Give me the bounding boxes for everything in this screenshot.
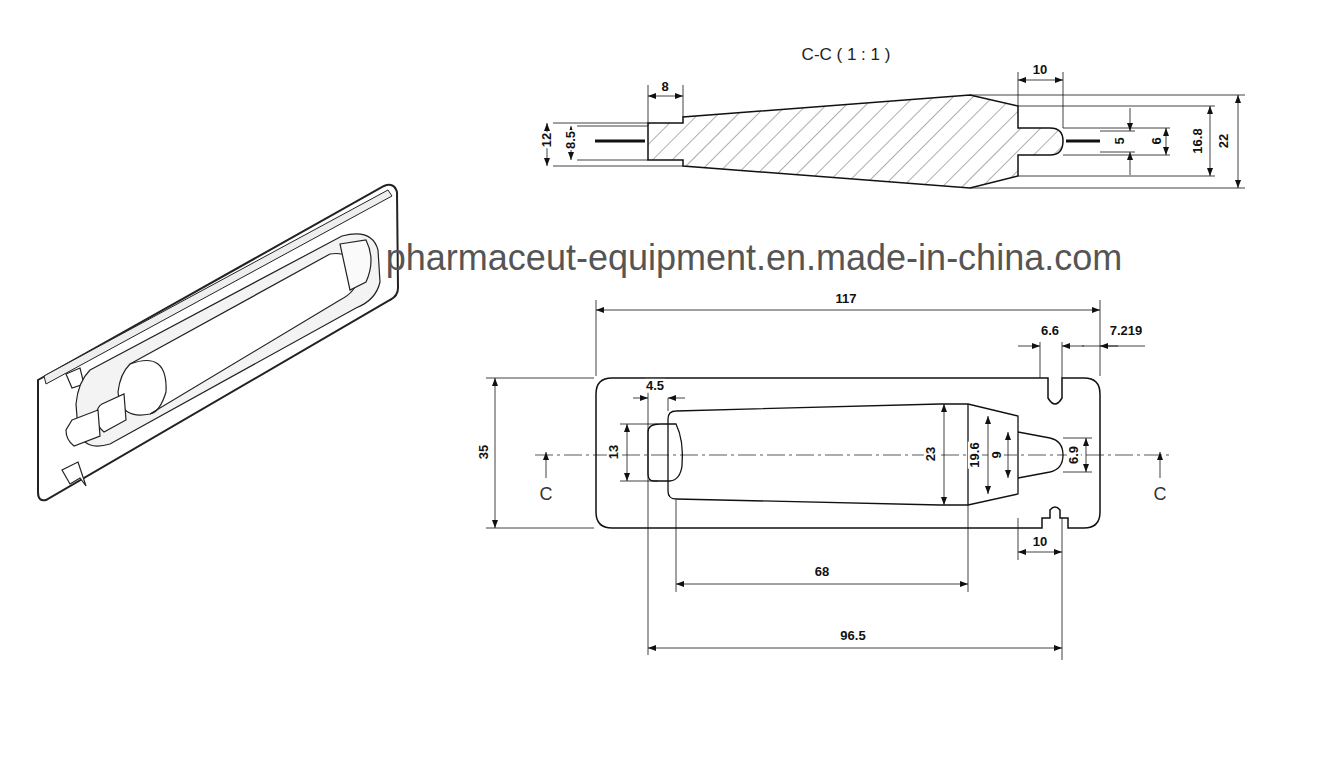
- section-title: C-C ( 1 : 1 ): [801, 46, 892, 65]
- dimension-label: 117: [835, 292, 858, 306]
- dimension-label: 8: [660, 80, 669, 94]
- dimension-label: 7.219: [1109, 324, 1144, 338]
- dimension-label: 35: [477, 444, 491, 460]
- dimension-label: 68: [814, 565, 830, 579]
- dimension-label: 6.9: [1067, 445, 1081, 465]
- watermark: pharmaceut-equipment.en.made-in-china.co…: [385, 238, 1123, 278]
- dimension-label: 22: [1217, 133, 1231, 149]
- dimension-label: 6.6: [1040, 324, 1060, 338]
- dimension-label: 12: [540, 132, 554, 148]
- plan-view: [486, 300, 1172, 660]
- dimension-label: 10: [1032, 63, 1048, 77]
- dimension-label: C: [539, 485, 554, 505]
- dimension-label: 4.5: [645, 379, 665, 393]
- dimension-label: 10: [1032, 535, 1048, 549]
- dimension-label: 5: [1113, 136, 1127, 145]
- section-view: [547, 72, 1245, 188]
- dimension-label: 16.8: [1191, 127, 1205, 154]
- dimension-label: 19.6: [968, 441, 982, 468]
- dimension-label: 96.5: [839, 629, 866, 643]
- dimension-label: 23: [924, 446, 938, 462]
- dimension-label: C: [1153, 485, 1168, 505]
- dimension-label: 9: [990, 450, 1004, 459]
- dimension-label: 8.5: [564, 130, 578, 150]
- dimension-label: 13: [607, 444, 621, 460]
- blister-3d-view: [38, 185, 398, 500]
- dimension-label: 6: [1150, 136, 1164, 145]
